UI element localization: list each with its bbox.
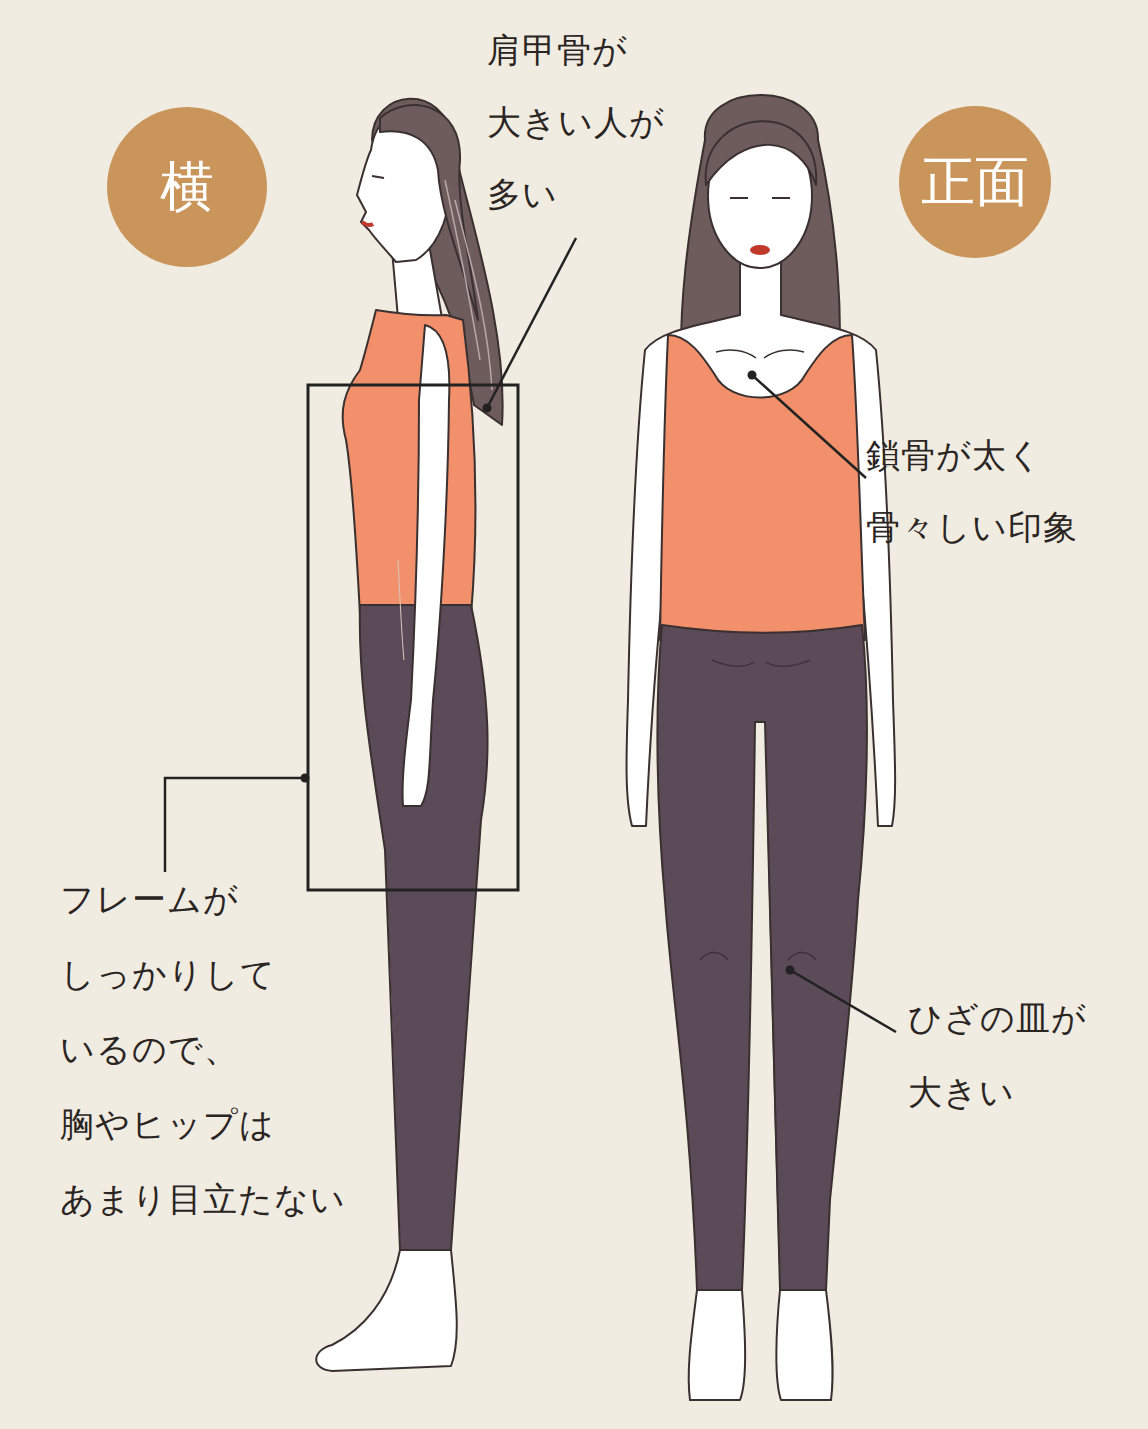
callout-note: ひざの皿が 大きい [908,981,1087,1129]
circle-label: 横 [160,157,214,216]
leader-line [752,375,866,478]
label-circle: 正面 [899,106,1051,258]
callout-note: フレームが しっかりして いるので、 胸やヒップは あまり目立たない [60,862,346,1237]
front-figure [627,95,896,1400]
callout-lines [165,238,896,1032]
callout-note: 鎖骨が太く 骨々しい印象 [866,419,1078,563]
leader-dots [301,371,795,975]
frame-box [308,385,518,890]
callout-note: 肩甲骨が 大きい人が 多い [487,14,665,230]
leader-line [790,970,896,1032]
leader-line [487,238,576,408]
label-circle: 横 [107,107,267,267]
circle-label: 正面 [921,152,1029,211]
leader-line [165,778,305,872]
